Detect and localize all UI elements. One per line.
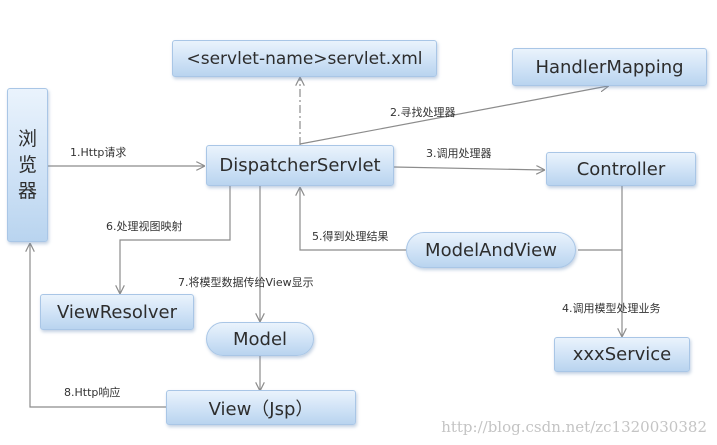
servlet-xml-node: <servlet-name>servlet.xml [172,40,437,77]
view-jsp-label: View（Jsp） [208,398,314,420]
arrow-handler-result [300,188,406,251]
arrow-http-response [30,244,166,408]
watermark-url: http://blog.csdn.net/zc1320030382 [441,418,707,436]
browser-node: 浏 览 器 [7,88,48,242]
arrow-find-handler [299,86,608,145]
step1-label: 1.Http请求 [70,146,127,159]
step2-label: 2.寻找处理器 [390,106,456,119]
browser-char-2: 览 [17,154,37,176]
browser-char-1: 浏 [17,128,37,150]
controller-node: Controller [546,152,696,186]
model-and-view-label: ModelAndView [425,239,557,261]
servlet-xml-label: <servlet-name>servlet.xml [186,48,423,69]
step3-label: 3.调用处理器 [426,147,492,160]
view-jsp-node: View（Jsp） [166,390,356,425]
model-label: Model [232,328,288,350]
browser-char-3: 器 [17,180,37,202]
model-and-view-node: ModelAndView [406,232,576,268]
handler-mapping-label: HandlerMapping [535,56,684,78]
step7-label: 7.将模型数据传给View显示 [178,276,314,289]
view-resolver-node: ViewResolver [40,294,194,330]
step5-label: 5.得到处理结果 [312,230,389,243]
dispatcher-servlet-label: DispatcherServlet [219,155,381,176]
dispatcher-servlet-node: DispatcherServlet [206,145,394,186]
step6-label: 6.处理视图映射 [106,220,183,233]
step4-label: 4.调用模型处理业务 [562,302,661,315]
view-resolver-label: ViewResolver [56,301,177,323]
handler-mapping-node: HandlerMapping [512,48,707,86]
xxx-service-node: xxxService [554,337,690,372]
model-node: Model [206,322,314,356]
controller-label: Controller [576,158,666,180]
arrow-invoke-handler [393,167,544,170]
xxx-service-label: xxxService [572,344,672,365]
step8-label: 8.Http响应 [64,386,121,399]
arrow-view-mapping [120,186,231,293]
